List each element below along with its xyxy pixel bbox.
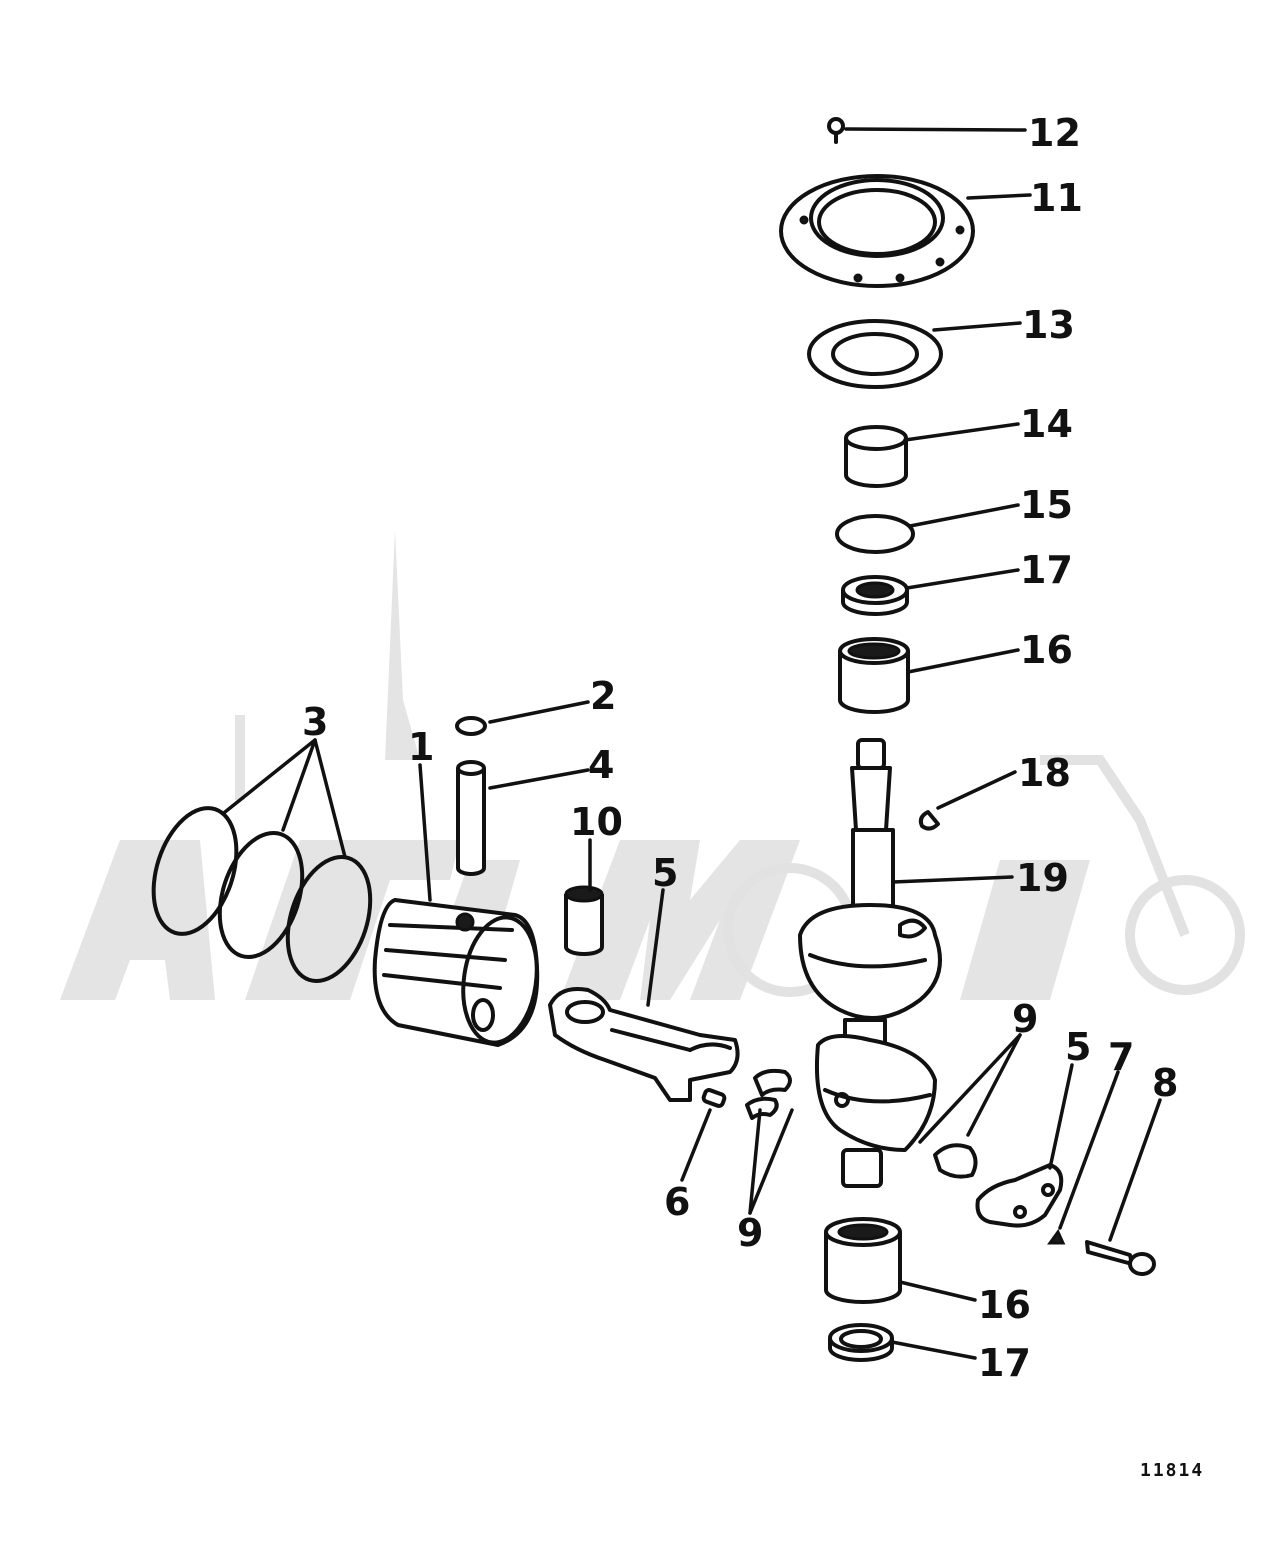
part-14-bushing (844, 425, 908, 488)
leader-9-right-b (966, 1033, 1022, 1137)
part-6-dowel (701, 1088, 727, 1108)
part-17-seal-upper (841, 575, 909, 616)
figure-id: 11814 (1140, 1460, 1204, 1481)
leader-2 (488, 700, 590, 724)
leader-16-upper (906, 648, 1020, 674)
callout-3: 3 (302, 700, 328, 744)
part-15-o-ring (835, 514, 915, 554)
leader-8 (1108, 1098, 1162, 1242)
leader-3a (223, 738, 317, 814)
part-12-screw (827, 117, 845, 144)
part-9-retainers-left (745, 1068, 792, 1120)
callout-12: 12 (1028, 111, 1081, 155)
leader-3b (281, 738, 317, 832)
leader-11 (966, 193, 1032, 200)
callout-5-left: 5 (652, 851, 678, 895)
leader-16-lower (898, 1280, 977, 1302)
callout-7: 7 (1108, 1035, 1134, 1079)
part-2-retaining-clip (455, 716, 487, 736)
part-16-bearing-lower (824, 1217, 902, 1304)
leader-9-right-a (918, 1033, 1022, 1144)
callout-17-upper: 17 (1020, 548, 1073, 592)
leader-14 (903, 422, 1020, 442)
leader-15 (908, 503, 1020, 528)
part-19-crankshaft (798, 738, 942, 1188)
callout-2: 2 (590, 674, 616, 718)
part-10-small-bearing (564, 885, 604, 956)
callout-10: 10 (570, 800, 623, 844)
part-9-retainer-right (933, 1143, 978, 1179)
leader-5-right (1048, 1063, 1074, 1170)
leader-18 (936, 770, 1017, 810)
part-18-key (918, 810, 940, 831)
leader-17-lower (890, 1340, 977, 1360)
callout-11: 11 (1030, 176, 1083, 220)
leader-9-left-b (748, 1108, 794, 1215)
callout-15: 15 (1020, 483, 1073, 527)
callout-9-left: 9 (737, 1211, 763, 1255)
part-13-washer (807, 319, 943, 389)
part-1-piston (372, 898, 540, 1047)
leader-1 (418, 763, 432, 902)
callout-9-right: 9 (1012, 997, 1038, 1041)
part-11-retainer-plate (779, 174, 975, 288)
leader-3c (313, 738, 347, 859)
part-5-rod-cap (975, 1163, 1064, 1228)
leader-13 (932, 321, 1022, 332)
part-16-bearing-upper (838, 637, 910, 714)
part-3-piston-rings (151, 806, 373, 983)
leader-9-left-a (748, 1108, 762, 1215)
callout-19: 19 (1016, 856, 1069, 900)
callout-18: 18 (1018, 751, 1071, 795)
leader-6 (680, 1108, 712, 1182)
leader-5-left (646, 888, 665, 1007)
callout-5-right: 5 (1065, 1025, 1091, 1069)
callout-16-lower: 16 (978, 1283, 1031, 1327)
leader-17-upper (905, 568, 1020, 590)
leader-7 (1058, 1070, 1120, 1230)
part-17-seal-lower (828, 1323, 894, 1362)
leader-19 (891, 875, 1014, 884)
part-5-connecting-rod (548, 987, 740, 1102)
part-8-rod-bolt (1085, 1240, 1156, 1276)
leader-12 (844, 127, 1027, 132)
callout-4: 4 (588, 743, 614, 787)
callout-labels: 12 11 13 14 15 17 16 18 19 2 4 10 5 1 3 … (302, 111, 1178, 1385)
callout-6: 6 (664, 1180, 690, 1224)
callout-16-upper: 16 (1020, 628, 1073, 672)
leader-4 (488, 768, 590, 790)
part-4-piston-pin (456, 760, 486, 876)
callout-14: 14 (1020, 402, 1073, 446)
callout-13: 13 (1022, 303, 1075, 347)
part-7-lock-washer (1047, 1229, 1066, 1245)
callout-8: 8 (1152, 1061, 1178, 1105)
callout-17-lower: 17 (978, 1341, 1031, 1385)
leader-lines (223, 127, 1162, 1360)
callout-1: 1 (408, 725, 434, 769)
